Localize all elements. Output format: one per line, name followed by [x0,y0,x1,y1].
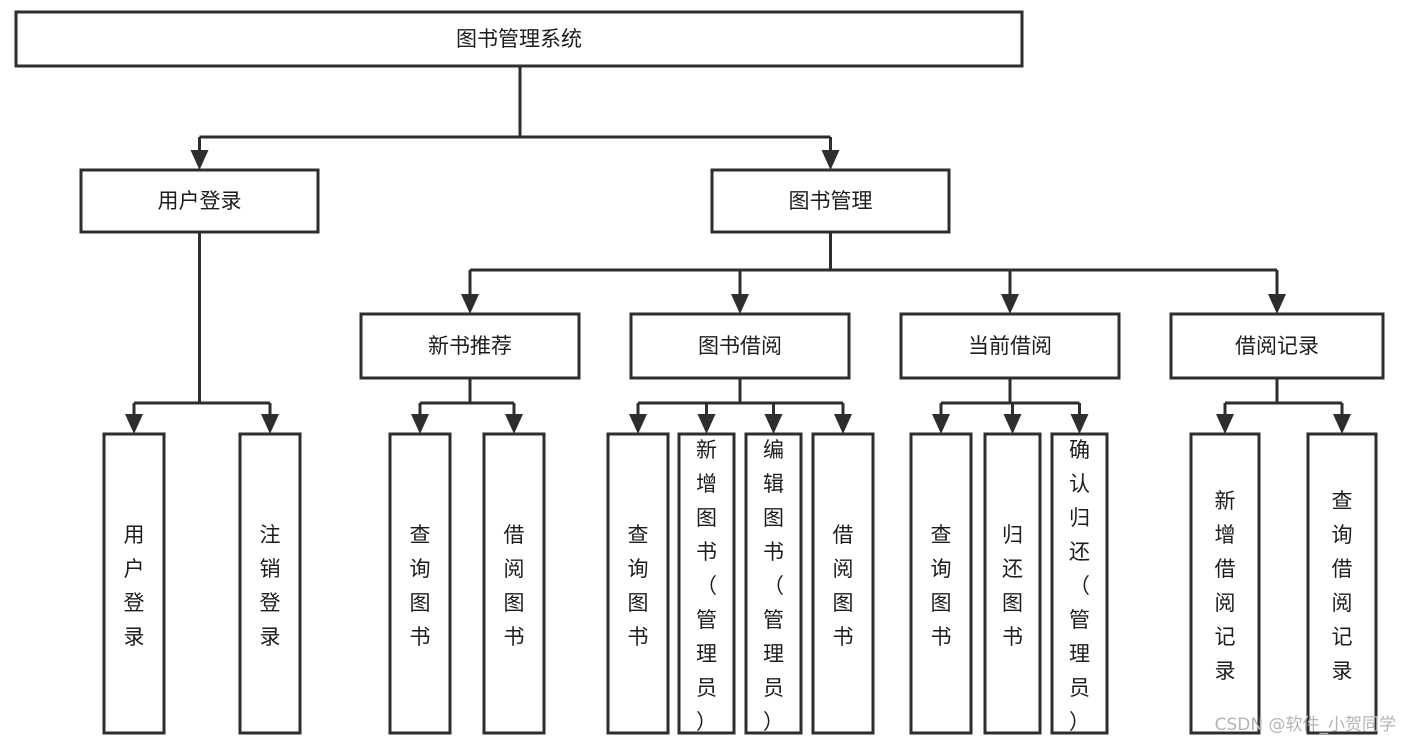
node-current-borrow[interactable]: 当前借阅 [899,312,1121,380]
node-leaf-add-borrow-record[interactable]: 新增借阅记录 [1189,432,1261,735]
node-label-book-borrow: 图书借阅 [698,334,782,358]
node-borrow-record[interactable]: 借阅记录 [1169,312,1385,380]
node-leaf-add-book[interactable]: 新增图书（管理员） [677,432,736,735]
node-box-leaf-confirm-return[interactable] [1050,432,1109,735]
node-label-user-login: 用户登录 [158,189,242,213]
node-box-leaf-query-book-current[interactable] [909,432,973,735]
node-label-leaf-query-book-recommend: 查询图书 [410,523,431,649]
arrow-to-current-borrow [1001,294,1019,314]
node-box-new-book-recommend[interactable] [359,312,581,380]
node-label-leaf-query-book-current: 查询图书 [931,523,952,649]
node-leaf-query-borrow-record[interactable]: 查询借阅记录 [1306,432,1378,735]
node-box-leaf-user-login[interactable] [102,432,166,735]
arrow-to-leaf-edit-book [764,414,783,434]
arrow-to-leaf-user-login [125,414,143,434]
node-box-book-management[interactable] [710,168,951,234]
node-leaf-query-book-recommend[interactable]: 查询图书 [388,432,452,735]
node-leaf-borrow-book[interactable]: 借阅图书 [811,432,875,735]
node-label-borrow-record: 借阅记录 [1235,334,1319,358]
node-leaf-edit-book[interactable]: 编辑图书（管理员） [744,432,803,735]
node-leaf-query-book-borrow[interactable]: 查询图书 [606,432,670,735]
arrow-to-leaf-query-book-recommend [411,414,429,434]
node-label-leaf-logout: 注销登录 [260,523,281,649]
arrow-to-leaf-add-borrow-record [1216,414,1234,434]
arrow-to-leaf-borrow-book-recommend [505,414,523,434]
node-box-borrow-record[interactable] [1169,312,1385,380]
node-label-leaf-borrow-book: 借阅图书 [833,523,854,649]
node-box-leaf-query-book-recommend[interactable] [388,432,452,735]
node-box-leaf-return-book[interactable] [983,432,1042,735]
arrow-to-leaf-query-borrow-record [1333,414,1351,434]
arrow-to-book-management [821,150,840,170]
node-box-book-borrow[interactable] [629,312,851,380]
node-root[interactable]: 图书管理系统 [14,10,1024,68]
node-leaf-confirm-return[interactable]: 确认归还（管理员） [1050,432,1109,735]
node-label-leaf-borrow-book-recommend: 借阅图书 [504,523,525,649]
node-leaf-borrow-book-recommend[interactable]: 借阅图书 [482,432,546,735]
node-label-leaf-confirm-return: 确认归还（管理员） [1069,438,1090,734]
node-label-leaf-return-book: 归还图书 [1002,523,1023,649]
node-label-leaf-query-borrow-record: 查询借阅记录 [1332,489,1353,683]
arrow-to-leaf-confirm-return [1070,414,1089,434]
node-new-book-recommend[interactable]: 新书推荐 [359,312,581,380]
node-leaf-logout[interactable]: 注销登录 [238,432,302,735]
node-box-leaf-borrow-book[interactable] [811,432,875,735]
node-label-root: 图书管理系统 [456,27,582,51]
node-box-leaf-add-book[interactable] [677,432,736,735]
node-box-current-borrow[interactable] [899,312,1121,380]
node-label-leaf-query-book-borrow: 查询图书 [628,523,649,649]
node-label-leaf-add-borrow-record: 新增借阅记录 [1215,489,1236,683]
arrow-to-new-book-recommend [461,294,479,314]
node-leaf-query-book-current[interactable]: 查询图书 [909,432,973,735]
arrow-to-leaf-add-book [697,414,716,434]
node-box-leaf-add-borrow-record[interactable] [1189,432,1261,735]
node-box-user-login[interactable] [79,168,320,234]
node-user-login[interactable]: 用户登录 [79,168,320,234]
node-box-leaf-query-book-borrow[interactable] [606,432,670,735]
node-box-leaf-borrow-book-recommend[interactable] [482,432,546,735]
csdn-watermark: CSDN @软件_小贺同学 [1215,715,1396,735]
node-layer: 图书管理系统用户登录图书管理新书推荐图书借阅当前借阅借阅记录用户登录注销登录查询… [14,10,1385,735]
arrow-to-user-login [190,150,209,170]
node-box-leaf-logout[interactable] [238,432,302,735]
node-label-leaf-edit-book: 编辑图书（管理员） [763,438,784,734]
node-book-borrow[interactable]: 图书借阅 [629,312,851,380]
arrow-to-leaf-return-book [1003,414,1022,434]
node-box-leaf-edit-book[interactable] [744,432,803,735]
node-book-management[interactable]: 图书管理 [710,168,951,234]
node-label-leaf-add-book: 新增图书（管理员） [696,438,717,734]
node-box-root[interactable] [14,10,1024,68]
node-label-new-book-recommend: 新书推荐 [428,334,512,358]
connector-layer [125,66,1351,434]
node-label-book-management: 图书管理 [789,189,873,213]
arrow-to-leaf-query-book-borrow [629,414,647,434]
arrow-to-book-borrow [731,294,749,314]
arrow-to-leaf-logout [261,414,279,434]
arrow-to-borrow-record [1268,294,1286,314]
node-box-leaf-query-borrow-record[interactable] [1306,432,1378,735]
node-label-leaf-user-login: 用户登录 [124,523,145,649]
node-label-current-borrow: 当前借阅 [968,334,1052,358]
node-leaf-return-book[interactable]: 归还图书 [983,432,1042,735]
node-leaf-user-login[interactable]: 用户登录 [102,432,166,735]
arrow-to-leaf-query-book-current [932,414,950,434]
arrow-to-leaf-borrow-book [834,414,852,434]
